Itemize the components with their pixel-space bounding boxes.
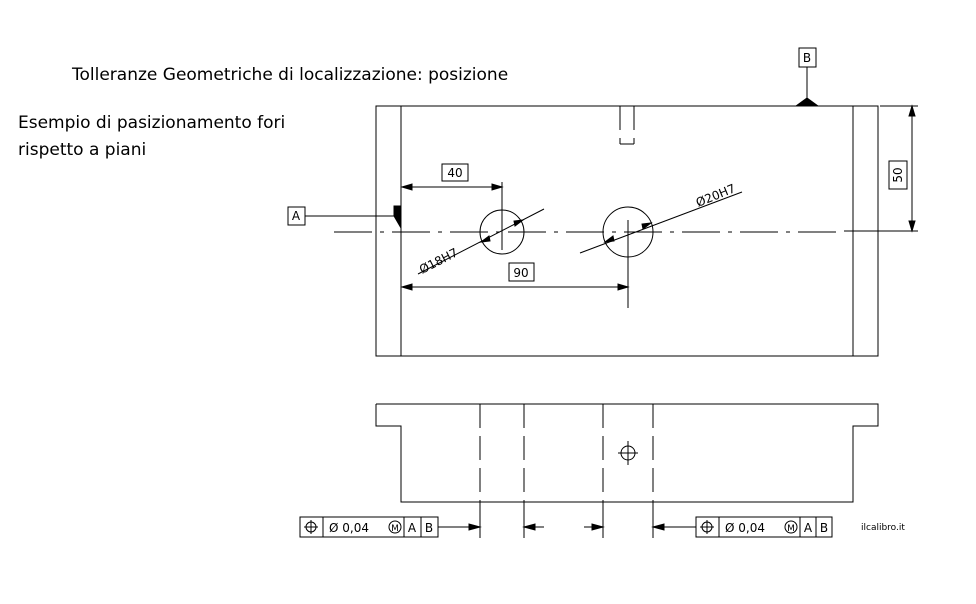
dim-40-arrow-left bbox=[400, 183, 413, 191]
fcf-left-datum-2: B bbox=[425, 521, 433, 535]
fcf-right-arrow-1 bbox=[591, 523, 605, 531]
top-view: Ø18H7 Ø20H7 40 90 50 A B bbox=[287, 47, 918, 357]
dim-40-arrow-right bbox=[491, 183, 504, 191]
hole-large-arrow-1 bbox=[603, 235, 615, 243]
dim-90-arrow-right bbox=[617, 283, 630, 291]
hole-small-label: Ø18H7 bbox=[417, 245, 460, 276]
fcf-left-modifier: M bbox=[391, 524, 399, 534]
fcf-left-arrow-1 bbox=[468, 523, 482, 531]
fcf-right-modifier-circle bbox=[784, 520, 798, 534]
dim-50-arrow-bottom bbox=[908, 220, 916, 233]
fcf-left-tolerance: Ø 0,04 bbox=[329, 521, 369, 535]
dim-50-value: 50 bbox=[891, 167, 905, 182]
fcf-right-arrow-2 bbox=[651, 523, 665, 531]
dim-50-box bbox=[888, 160, 908, 190]
fcf-left-frame bbox=[299, 516, 439, 538]
front-view-outline bbox=[375, 403, 879, 503]
dim-90-box bbox=[508, 262, 535, 282]
hole-large-label: Ø20H7 bbox=[694, 181, 738, 209]
fcf-left-datum-1: A bbox=[408, 521, 417, 535]
position-icon bbox=[700, 520, 714, 534]
caption-line-2: rispetto a piani bbox=[18, 140, 146, 160]
hole-small-arrow-2 bbox=[513, 219, 525, 227]
drawing-title: Tolleranze Geometriche di localizzazione… bbox=[71, 65, 508, 85]
dim-40-box bbox=[441, 163, 469, 182]
hole-large-arrow-2 bbox=[641, 222, 653, 230]
fcf-left-modifier-circle bbox=[388, 520, 402, 534]
fcf-left: Ø 0,04 M A B bbox=[299, 516, 439, 538]
datum-a-label: A bbox=[292, 209, 301, 223]
fcf-right-tolerance: Ø 0,04 bbox=[725, 521, 765, 535]
credit-text: ilcalibro.it bbox=[861, 523, 905, 533]
hole-small-arrow-1 bbox=[479, 235, 491, 243]
datum-b-triangle bbox=[794, 97, 820, 107]
dim-90-value: 90 bbox=[513, 266, 528, 280]
fcf-right: Ø 0,04 M A B bbox=[695, 516, 833, 538]
dim-40-value: 40 bbox=[447, 166, 462, 180]
dim-90-arrow-left bbox=[400, 283, 413, 291]
fcf-right-datum-2: B bbox=[820, 521, 828, 535]
datum-a-triangle bbox=[393, 205, 402, 230]
datum-b-label: B bbox=[803, 51, 811, 65]
caption-line-1: Esempio di pasizionamento fori bbox=[18, 113, 285, 133]
position-icon bbox=[304, 520, 318, 534]
front-view bbox=[375, 403, 879, 538]
fcf-left-arrow-2 bbox=[522, 523, 536, 531]
fcf-right-modifier: M bbox=[787, 524, 795, 534]
fcf-right-frame bbox=[695, 516, 833, 538]
dim-50-arrow-top bbox=[908, 104, 916, 117]
hole-large-leader bbox=[579, 191, 743, 254]
fcf-right-datum-1: A bbox=[804, 521, 813, 535]
